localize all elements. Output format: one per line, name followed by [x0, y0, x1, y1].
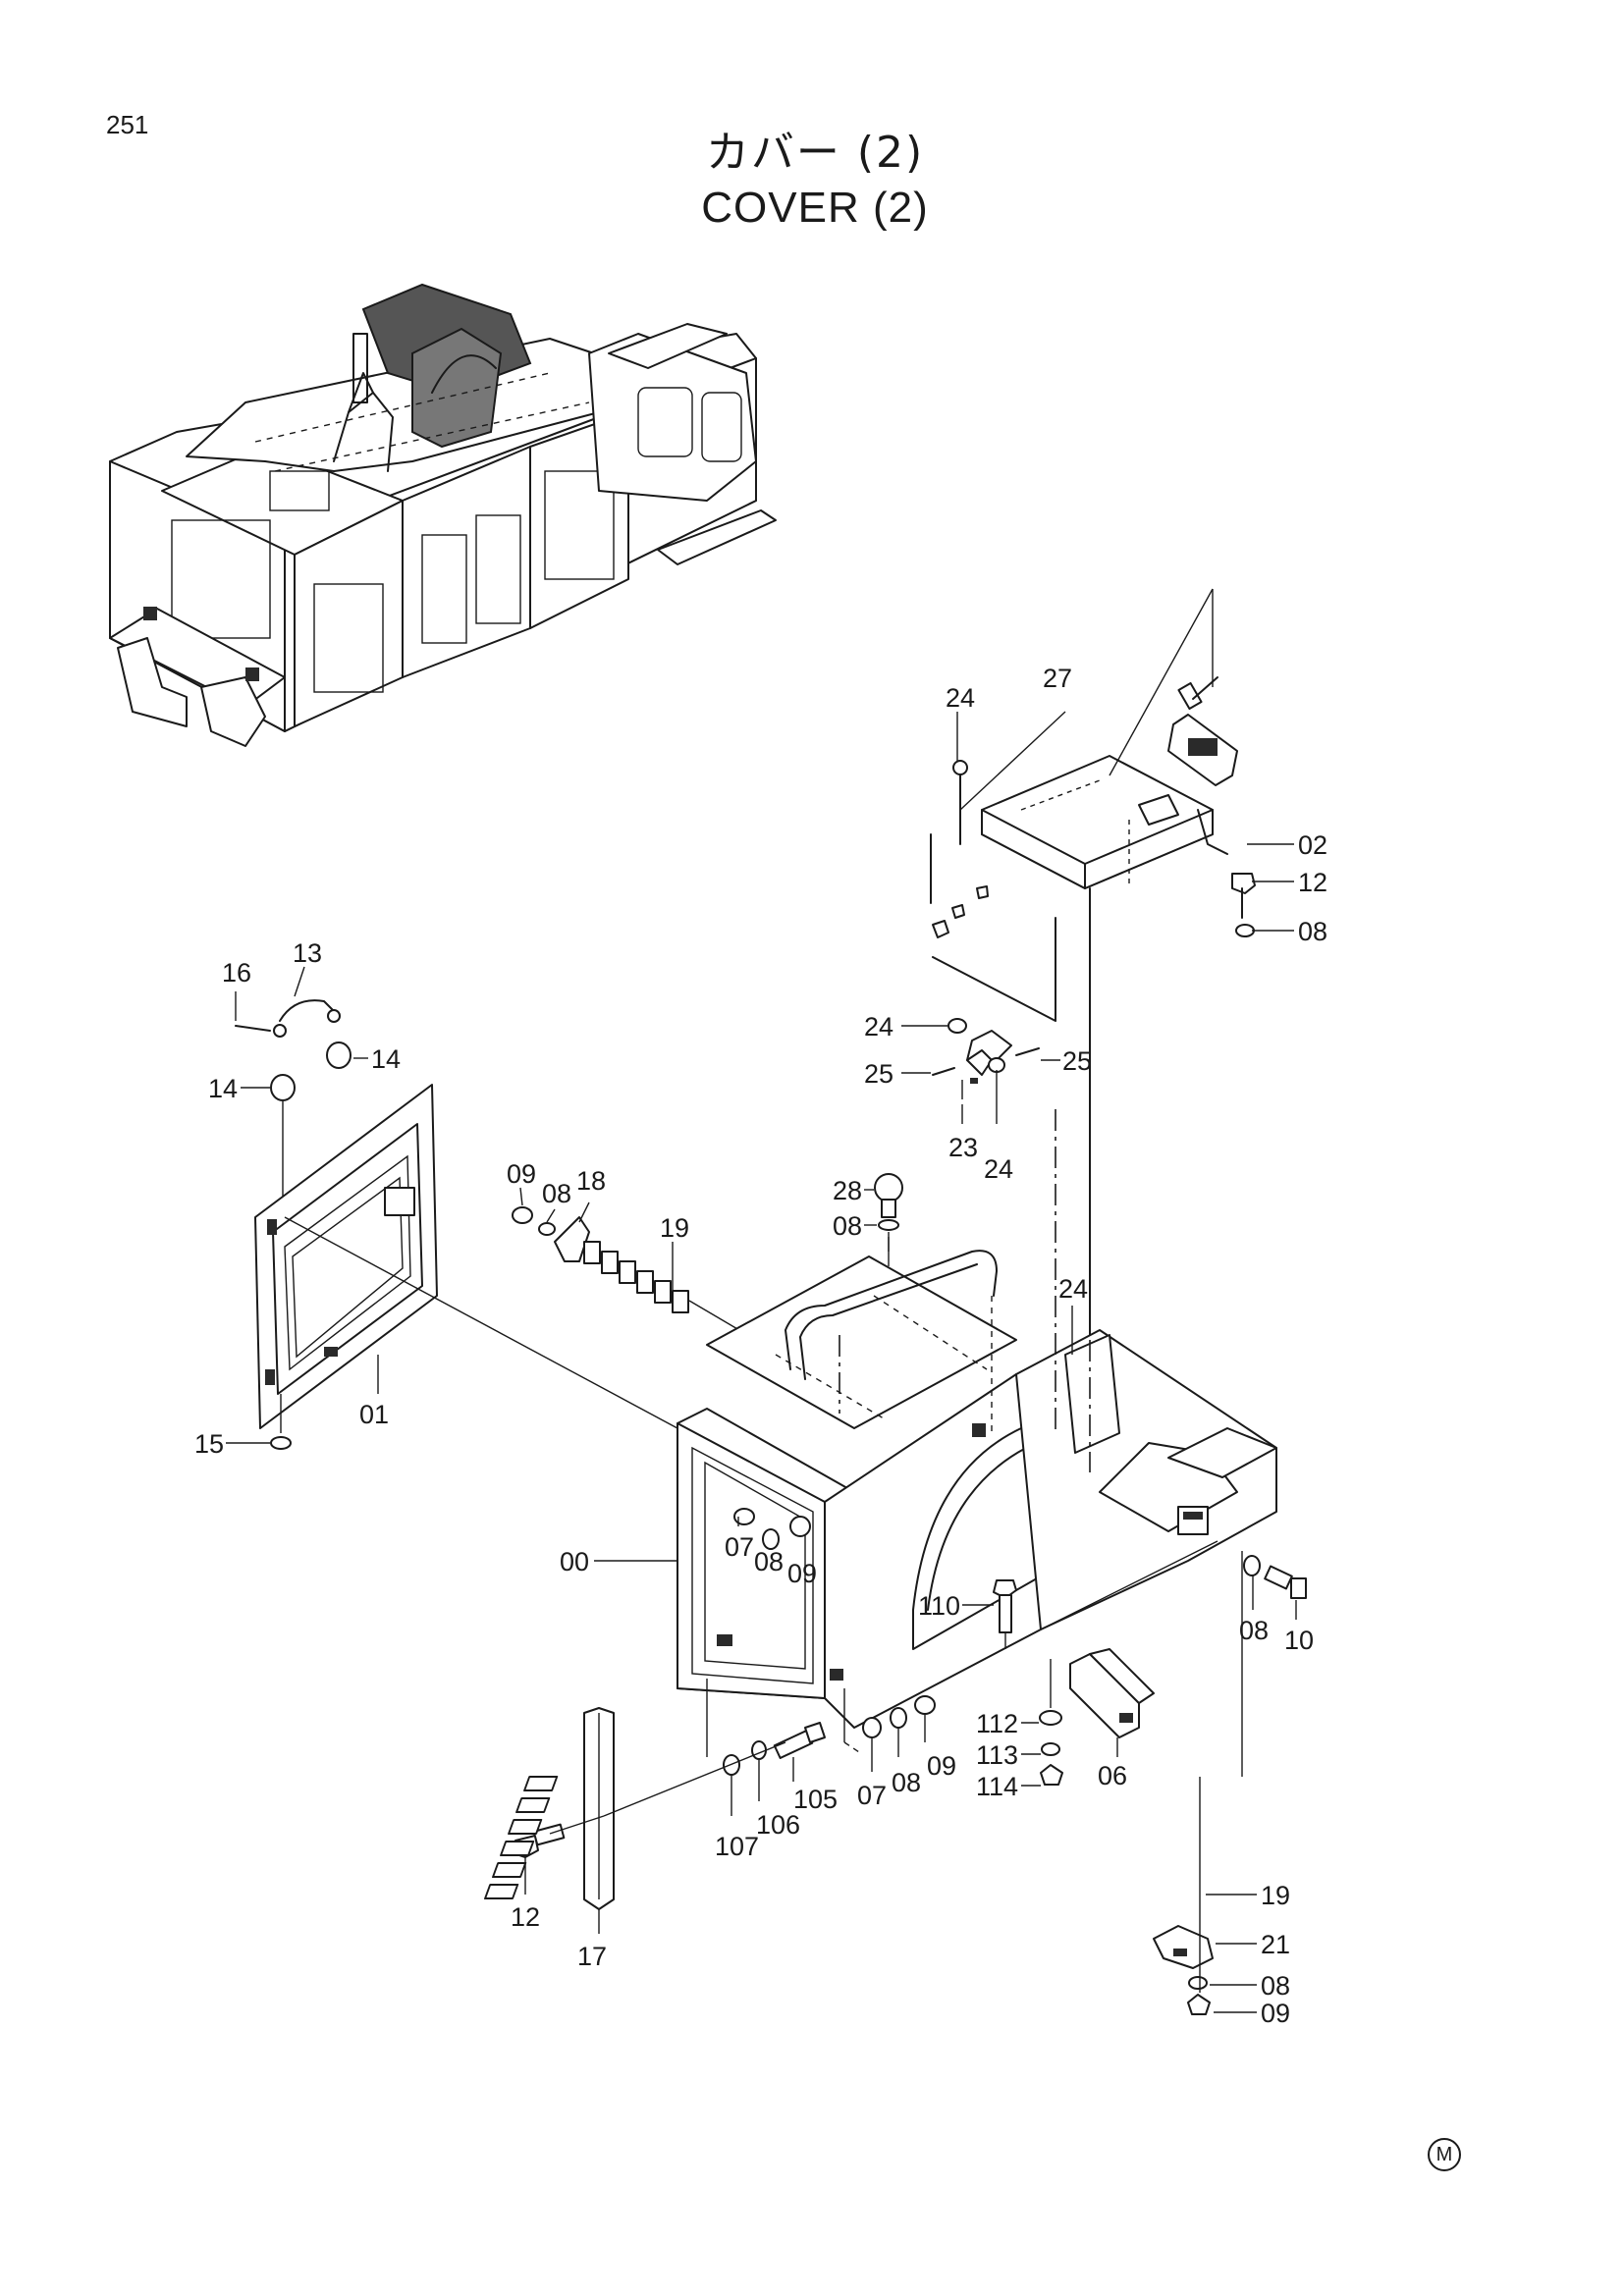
callout-08: 08 [542, 1179, 571, 1208]
callout-07: 07 [725, 1532, 754, 1562]
page-number: 251 [106, 110, 149, 139]
shim-stack [484, 1776, 1214, 2015]
callout-21: 21 [1261, 1930, 1290, 1959]
top-plate-assembly [930, 588, 1256, 1341]
callout-23: 23 [948, 1133, 978, 1162]
diagram-title: カバー (2) COVER (2) [530, 126, 1100, 236]
bolt-110-set [993, 1579, 1063, 1786]
callout-08: 08 [754, 1547, 784, 1576]
callout-09: 09 [1261, 1999, 1290, 2028]
callout-12: 12 [511, 1902, 540, 1932]
eye-bolt [874, 1173, 903, 1266]
callout-106: 106 [756, 1810, 800, 1840]
lower-hardware [706, 1679, 936, 1816]
callout-114: 114 [976, 1772, 1018, 1801]
hinge-pieces [932, 1018, 1040, 1099]
callout-00: 00 [560, 1547, 589, 1576]
callout-09: 09 [507, 1159, 536, 1189]
callout-17: 17 [577, 1942, 607, 1971]
callout-28: 28 [833, 1176, 862, 1205]
callout-24: 24 [864, 1012, 893, 1041]
callout-112: 112 [976, 1709, 1018, 1738]
callout-07: 07 [857, 1781, 887, 1810]
corner-mark: M [1428, 2138, 1461, 2171]
door-handle-parts [235, 999, 352, 1227]
callout-24: 24 [946, 683, 975, 713]
callout-25: 25 [1062, 1046, 1092, 1076]
callout-13: 13 [293, 938, 322, 968]
callout-01: 01 [359, 1400, 389, 1429]
door-frame-assembly [254, 1084, 678, 1450]
callout-15: 15 [194, 1429, 224, 1459]
callout-10: 10 [1284, 1626, 1314, 1655]
callout-113: 113 [976, 1740, 1018, 1770]
callout-27: 27 [1043, 664, 1072, 693]
callout-14: 14 [371, 1044, 401, 1074]
callout-19: 19 [1261, 1881, 1290, 1910]
callout-19: 19 [660, 1213, 689, 1243]
callout-08: 08 [1261, 1971, 1290, 2001]
callout-18: 18 [576, 1166, 606, 1196]
callout-16: 16 [222, 958, 251, 988]
latch-hardware [512, 1206, 757, 1341]
callout-leader-lines [226, 712, 1297, 2013]
callout-labels: 24 27 02 12 08 16 13 14 14 24 25 25 23 2… [194, 664, 1327, 2028]
bolt-10-set [1243, 1555, 1307, 1599]
title-japanese: カバー (2) [705, 128, 925, 178]
callout-110: 110 [918, 1591, 960, 1621]
callout-08: 08 [892, 1768, 921, 1797]
callout-25: 25 [864, 1059, 893, 1089]
callout-105: 105 [793, 1785, 838, 1814]
bar-17-and-bolt-12 [513, 1707, 786, 1934]
callout-08: 08 [833, 1211, 862, 1241]
callout-107: 107 [715, 1832, 759, 1861]
callout-09: 09 [787, 1559, 817, 1588]
callout-02: 02 [1298, 830, 1327, 860]
callout-06: 06 [1098, 1761, 1127, 1790]
machine-overview-illustration [109, 283, 777, 747]
callout-09: 09 [927, 1751, 956, 1781]
callout-24: 24 [984, 1154, 1013, 1184]
bracket-06 [1040, 1540, 1243, 1777]
callout-14: 14 [208, 1074, 238, 1103]
callout-08: 08 [1298, 917, 1327, 946]
title-english: COVER (2) [701, 184, 929, 232]
main-housing [677, 1109, 1277, 1729]
callout-08: 08 [1239, 1616, 1269, 1645]
callout-12: 12 [1298, 868, 1327, 897]
callout-24: 24 [1058, 1274, 1088, 1304]
